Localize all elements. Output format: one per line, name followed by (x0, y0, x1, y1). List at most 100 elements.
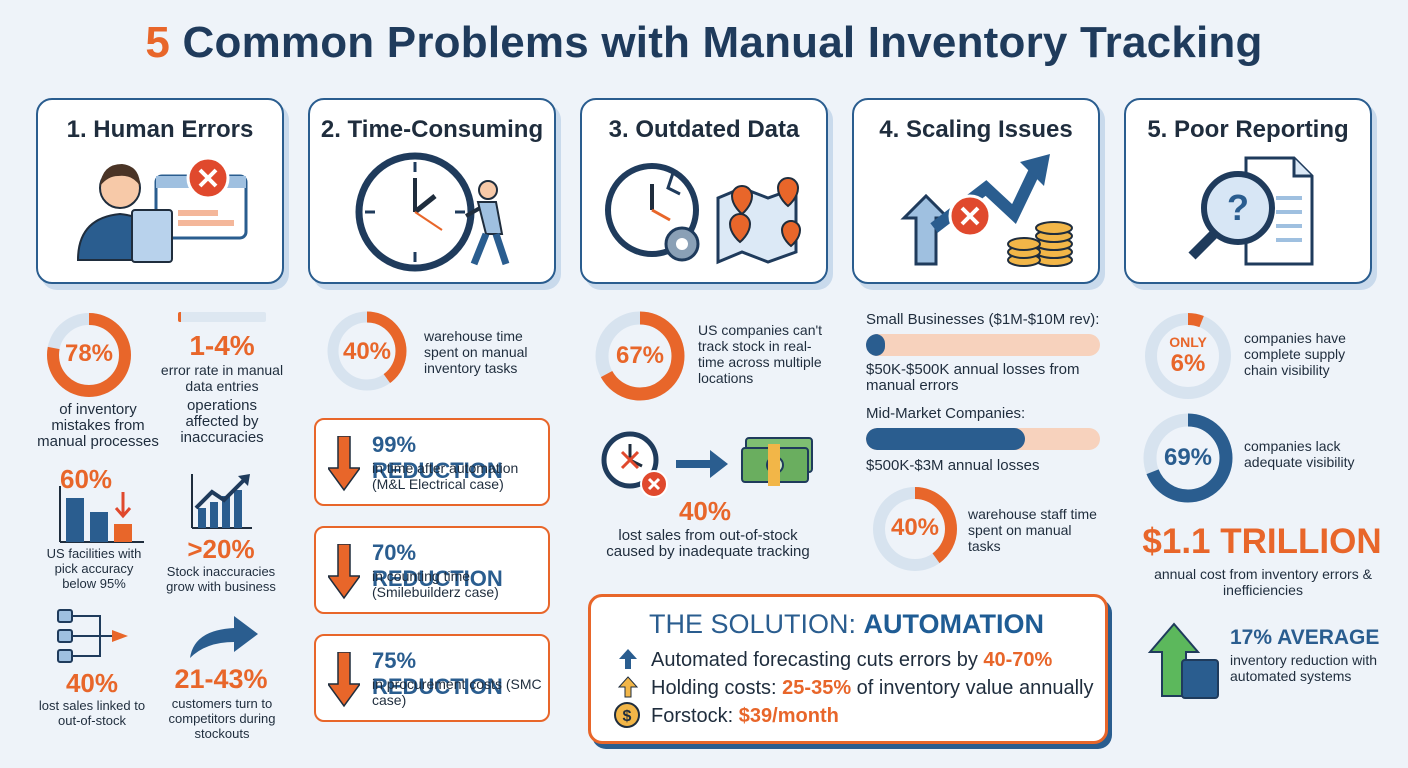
card-scaling-issues: 4. Scaling Issues (852, 98, 1100, 284)
stockout-money-icon (601, 431, 813, 498)
ring-40-staff (873, 487, 957, 571)
worker-clipboard-error-icon (76, 156, 248, 263)
ring-67 (595, 311, 685, 401)
growth-value: >20% (187, 534, 255, 564)
solution-title: THE SOLUTION: AUTOMATION (649, 609, 1044, 640)
reduction-sub: in counting time (Smilebuilderz case) (372, 568, 499, 600)
card-title: 2. Time-Consuming (320, 116, 544, 143)
lost-text: lost sales linked to out-of-stock (38, 698, 146, 728)
broken-clock-map-icon (605, 163, 802, 265)
ring-69-value: 69% (1163, 444, 1213, 471)
avg-value: 17% AVERAGE (1230, 626, 1380, 649)
small-business-fill (866, 334, 885, 356)
ring-6-value: 6% (1170, 350, 1206, 377)
dollar-coin-icon: $ (614, 702, 640, 728)
curved-arrow-icon (190, 616, 258, 658)
row-text: Holding costs: (651, 677, 783, 699)
card-title: 5. Poor Reporting (1147, 116, 1349, 143)
solution-title-a: THE SOLUTION: (649, 609, 864, 639)
down-arrow-icon (328, 544, 360, 600)
solution-title-b: AUTOMATION (863, 609, 1045, 639)
row-highlight: $39/month (738, 705, 839, 727)
reduction-head: 99% REDUCTION (372, 432, 503, 483)
reduction-head: 75% REDUCTION (372, 648, 503, 699)
small-business-text: $50K-$500K annual losses from manual err… (866, 361, 1080, 394)
ring-67-arc (595, 311, 685, 401)
track-stock-text: US companies can't track stock in real-t… (698, 322, 823, 386)
card-title: 4. Scaling Issues (879, 116, 1073, 143)
error-rate-value: 1-4% (189, 330, 255, 361)
ring-78-value: 78% (64, 340, 114, 367)
card-title: 1. Human Errors (66, 116, 254, 143)
error-rate-text: error rate in manual data entries (160, 362, 284, 394)
mid-market-fill (866, 428, 1026, 450)
ring-69-arc (1143, 413, 1233, 503)
up-arrow-orange-icon (617, 676, 639, 698)
turn-text: customers turn to competitors during sto… (168, 696, 276, 741)
lost-value: 40% (65, 668, 119, 698)
card-outdated-data: 3. Outdated Data (580, 98, 828, 284)
trillion-text: annual cost from inventory errors & inef… (1154, 566, 1372, 598)
solution-box: THE SOLUTION: AUTOMATION Automated forec… (588, 594, 1108, 744)
reduction-sub: in procurement costs (SMC case) (372, 676, 542, 708)
row-text-end: of inventory value annually (851, 677, 1094, 699)
growth-chart-icon (191, 474, 252, 529)
pick-text: US facilities with pick accuracy below 9… (46, 546, 142, 591)
page-title: 5 Common Problems with Manual Inventory … (0, 18, 1408, 68)
ring-69 (1143, 413, 1233, 503)
small-business-label: Small Businesses ($1M-$10M rev): (866, 311, 1100, 328)
ring-6 (1145, 313, 1231, 399)
operations-text: operations affected by inaccuracies (180, 397, 264, 446)
reduction-arrow-box-icon (1147, 622, 1219, 699)
clock-person-pushing-icon (355, 152, 510, 272)
reduction-head: 70% REDUCTION (372, 540, 503, 591)
reduction-box-2: 70% REDUCTION in counting time (Smilebui… (314, 526, 550, 614)
magnifier-document-icon: ? (1188, 156, 1314, 266)
ring-78 (47, 313, 131, 397)
down-arrow-icon (328, 436, 360, 492)
solution-row-1: Automated forecasting cuts errors by 40-… (651, 649, 1052, 672)
inventory-mistakes-text: of inventory mistakes from manual proces… (37, 401, 159, 450)
pick-accuracy-bars-icon (59, 486, 144, 543)
growth-arrow-coins-icon (900, 154, 1073, 267)
reduction-box-3: 75% REDUCTION in procurement costs (SMC … (314, 634, 550, 722)
trillion-value: $1.1 TRILLION (1142, 522, 1382, 561)
up-arrow-blue-icon (619, 649, 637, 669)
error-rate-bar (178, 312, 266, 322)
small-business-bar (866, 334, 1100, 356)
title-text: Common Problems with Manual Inventory Tr… (182, 18, 1263, 67)
row-text: Automated forecasting cuts errors by (651, 649, 984, 671)
ring-40-time (327, 311, 407, 391)
svg-text:?: ? (1227, 187, 1249, 228)
reduction-sub: in time after automation (M&L Electrical… (372, 460, 519, 492)
lack-visibility-text: companies lack adequate visibility (1244, 438, 1355, 470)
card-title: 3. Outdated Data (608, 116, 800, 143)
solution-row-2: Holding costs: 25-35% of inventory value… (651, 677, 1093, 700)
lost-sales-text: lost sales from out-of-stock caused by i… (606, 527, 810, 560)
ring-40-staff-arc (873, 487, 957, 571)
card-poor-reporting: 5. Poor Reporting ? (1124, 98, 1372, 284)
mid-market-label: Mid-Market Companies: (866, 405, 1026, 422)
avg-text: inventory reduction with automated syste… (1230, 652, 1378, 684)
turn-value: 21-43% (174, 664, 268, 694)
card-human-errors: 1. Human Errors (36, 98, 284, 284)
ring-67-value: 67% (615, 342, 665, 369)
pick-value: 60% (60, 464, 113, 494)
solution-row-3: Forstock: $39/month (651, 705, 839, 728)
ring-40-staff-value: 40% (890, 514, 940, 541)
mid-market-bar (866, 428, 1100, 450)
ring-78-arc (47, 313, 131, 397)
mid-market-text: $500K-$3M annual losses (866, 457, 1040, 474)
row-highlight: 25-35% (782, 677, 852, 699)
row-highlight: 40-70% (983, 649, 1053, 671)
growth-text: Stock inaccuracies grow with business (166, 564, 276, 594)
ring-6-arc (1145, 313, 1231, 399)
reduction-box-1: 99% REDUCTION in time after automation (… (314, 418, 550, 506)
complete-visibility-text: companies have complete supply chain vis… (1244, 330, 1346, 378)
svg-text:$: $ (623, 708, 632, 725)
warehouse-time-text: warehouse time spent on manual inventory… (424, 328, 528, 376)
ring-40-time-arc (327, 311, 407, 391)
only-label: ONLY (1169, 334, 1207, 350)
card-time-consuming: 2. Time-Consuming (308, 98, 556, 284)
staff-time-text: warehouse staff time spent on manual tas… (968, 506, 1097, 554)
